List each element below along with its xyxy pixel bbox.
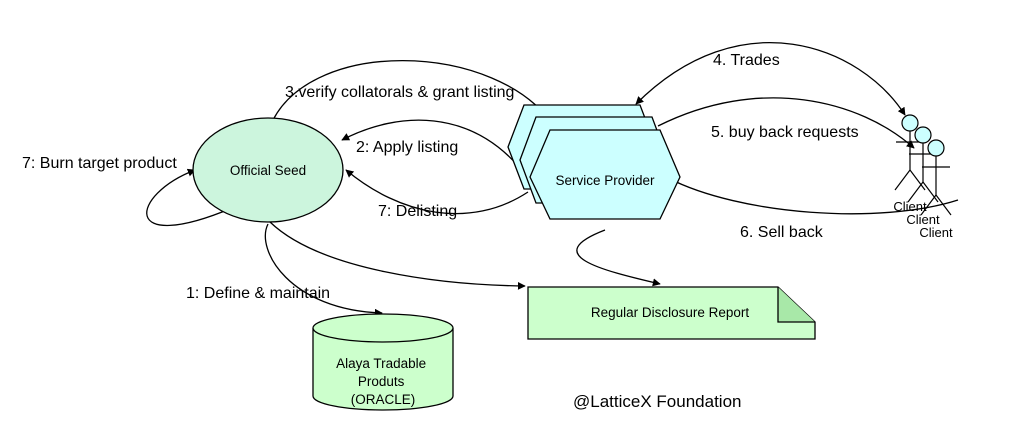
label-define-maintain: 1: Define & maintain xyxy=(186,285,330,302)
client-actor-2: Client xyxy=(906,126,940,227)
client-label-3: Client xyxy=(919,225,953,240)
service-provider-node: Service Provider xyxy=(507,104,681,220)
database-label: Alaya Tradable Produts (ORACLE) xyxy=(336,356,430,407)
label-trades: 4. Trades xyxy=(713,52,780,69)
official-seed-label: Official Seed xyxy=(230,163,306,178)
edge-trades xyxy=(635,41,906,116)
label-burn-target: 7: Burn target product xyxy=(22,155,177,172)
service-provider-label: Service Provider xyxy=(555,173,655,188)
label-delisting: 7: Delisting xyxy=(378,203,457,220)
edge-delisting xyxy=(345,169,529,215)
label-sell-back: 6. Sell back xyxy=(740,224,824,241)
edge-to-disclosure-report xyxy=(269,221,526,290)
disclosure-report-node: Regular Disclosure Report xyxy=(527,286,816,340)
edge-apply-listing xyxy=(341,119,521,169)
client-label-2: Client xyxy=(906,212,940,227)
edge-verify-listing xyxy=(267,60,556,133)
disclosure-report-label: Regular Disclosure Report xyxy=(591,305,750,320)
edge-provider-to-report xyxy=(576,229,661,287)
client-actor-3: Client xyxy=(919,139,953,240)
label-apply-listing: 2: Apply listing xyxy=(356,139,458,156)
edge-sell-back xyxy=(667,177,959,215)
official-seed-node: Official Seed xyxy=(192,117,344,223)
label-verify-listing: 3.verify collatorals & grant listing xyxy=(285,84,514,101)
label-buyback-requests: 5. buy back requests xyxy=(711,124,859,141)
footer-credit: @LatticeX Foundation xyxy=(573,392,741,411)
edge-define-maintain xyxy=(264,223,383,317)
edge-burn-target xyxy=(146,168,233,227)
tradable-products-database: Alaya Tradable Produts (ORACLE) xyxy=(312,313,454,411)
client-label-1: Client xyxy=(893,199,927,214)
edge-buyback-requests xyxy=(657,97,915,149)
